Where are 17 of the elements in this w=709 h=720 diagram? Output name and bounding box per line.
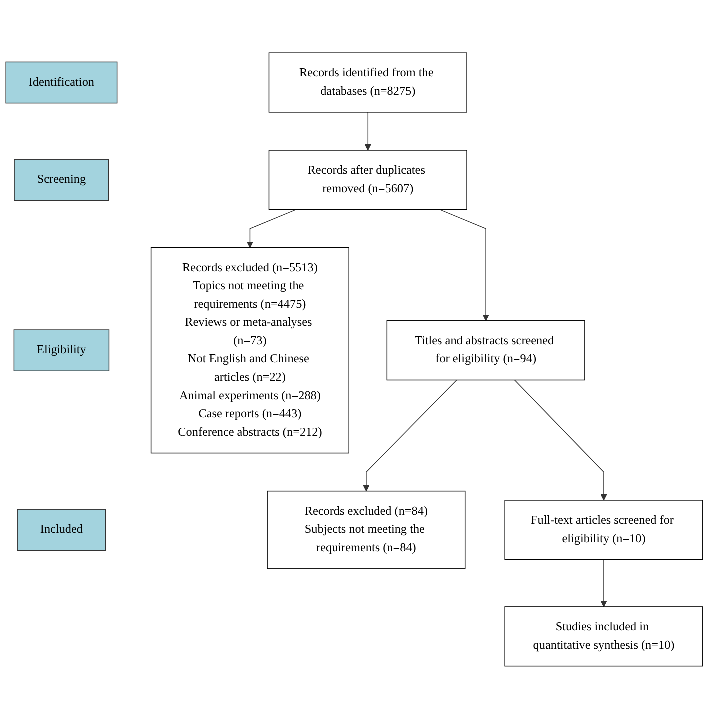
arrow [246,210,297,248]
node-box: Eligibility [14,330,110,372]
node-box: Titles and abstracts screened for eligibility (n=94) [386,320,586,381]
node-box: Records excluded (n=5513) Topics not meeting the requirements (n=4475) Reviews or meta-analyses (n=73) Not English and Chinese articles (n=22) Animal experiments (n=288) Case reports (n=443) Conference abstracts (n=212) [150,248,350,454]
arrow [600,560,608,608]
node-box: Identification [6,62,118,104]
node-box: Studies included in quantitative synthesis (n=10) [504,606,704,667]
arrow [440,210,490,322]
node-box: Screening [14,160,110,202]
node-box: Full-text articles screened for eligibility (n=10) [504,500,704,560]
node-box: Included [17,510,106,552]
node-box: Records excluded (n=84) Subjects not meeting the requirements (n=84) [267,491,466,570]
arrow [363,380,458,492]
node-box: Records identified from the databases (n=8275) [268,53,468,114]
arrow [364,112,372,152]
arrow [514,380,608,502]
node-box: Records after duplicates removed (n=5607) [268,150,468,210]
